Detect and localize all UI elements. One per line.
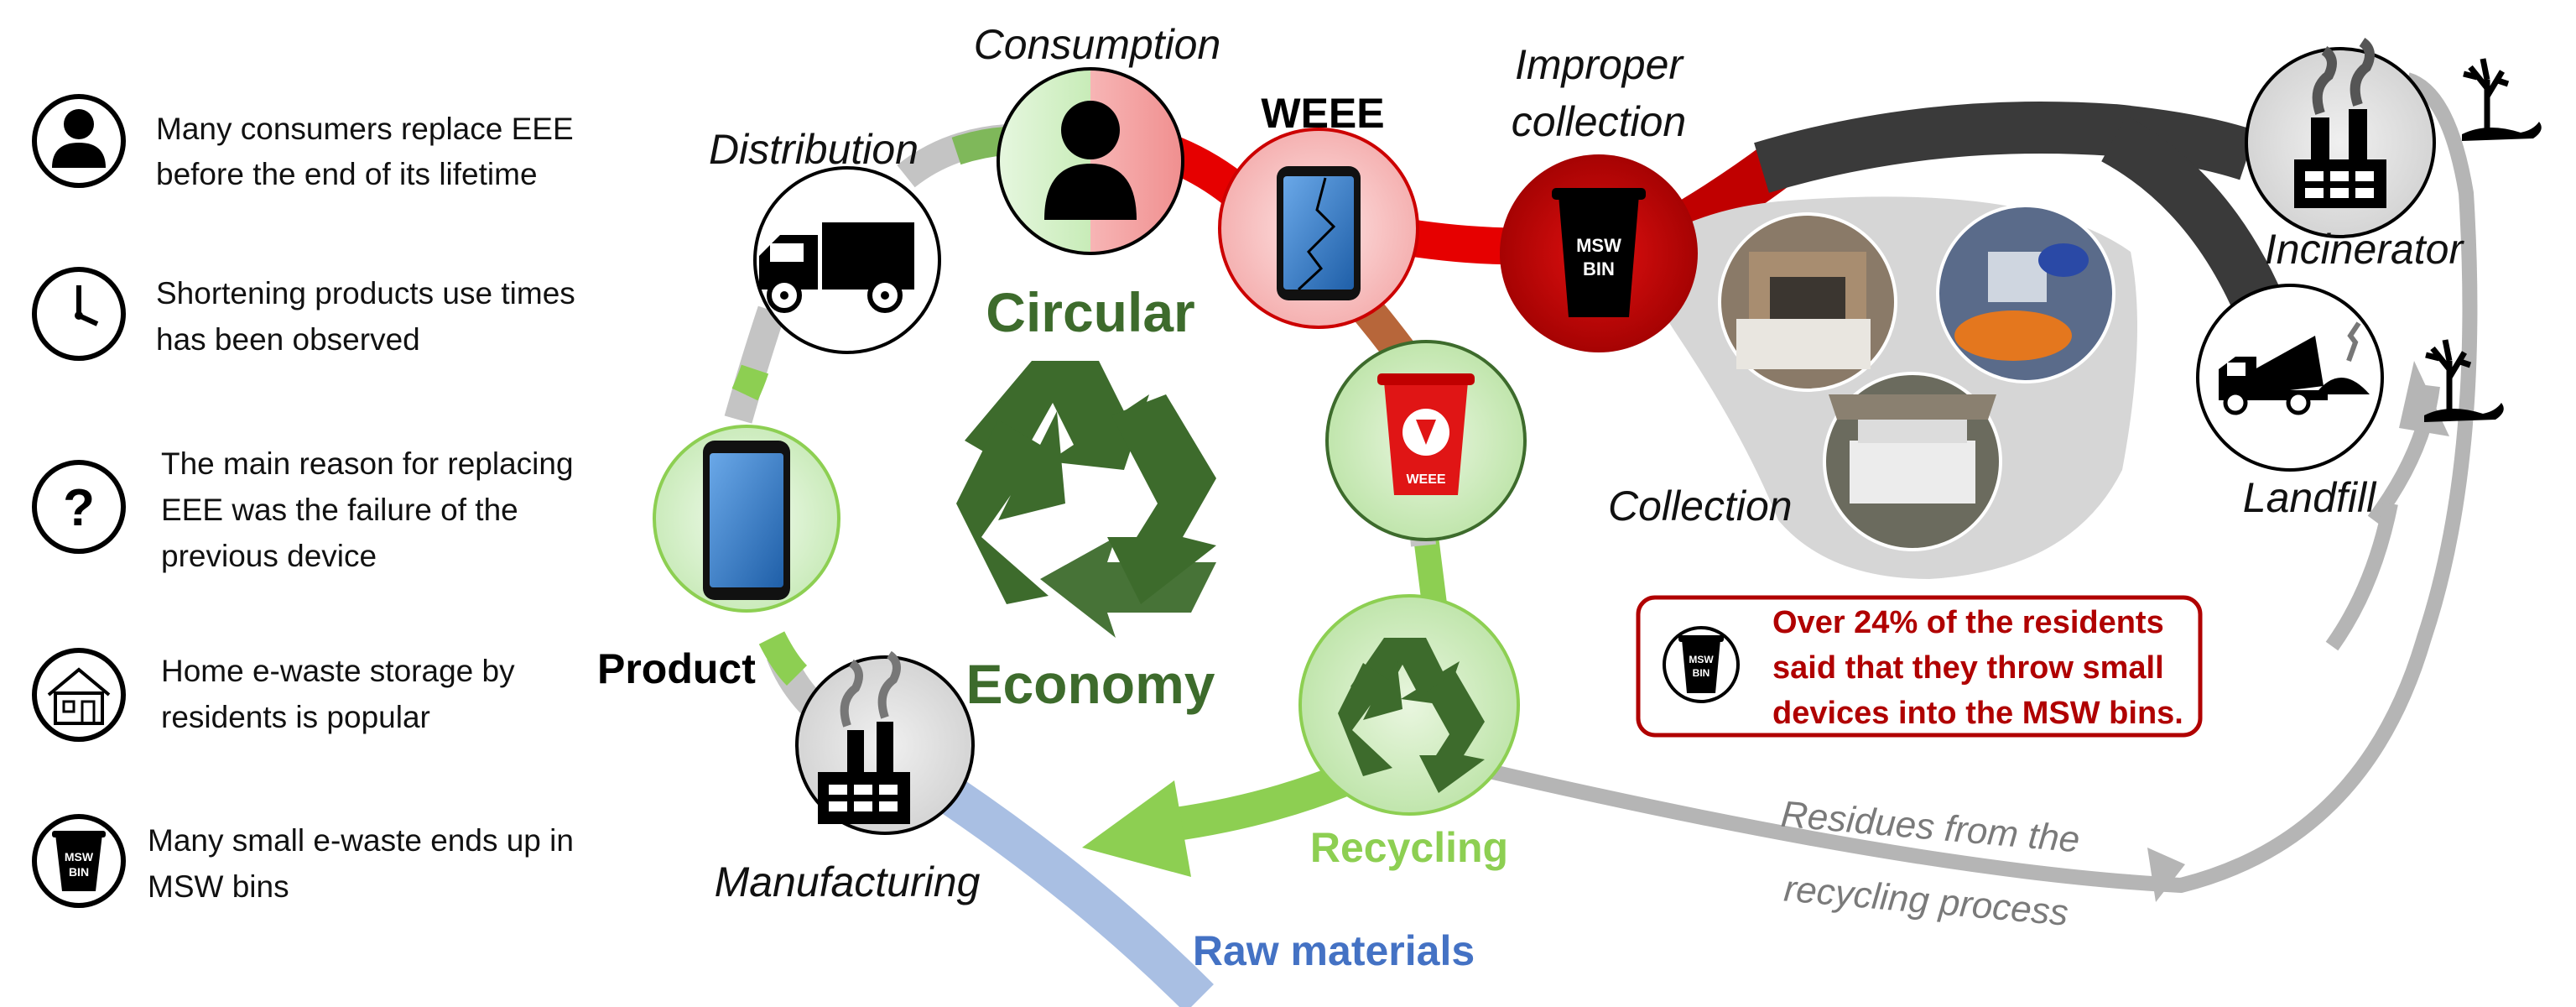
question-icon: ? [32, 460, 126, 554]
dead-tree-icon [2462, 58, 2542, 141]
label-collection: Collection [1608, 483, 1793, 530]
left-item-text-line: The main reason for replacing [161, 446, 574, 481]
circular-economy-symbol [956, 361, 1216, 638]
clock-icon [32, 267, 126, 361]
ring-accent [731, 364, 769, 401]
label-raw-materials: Raw materials [1193, 927, 1475, 974]
label-residues-1: Residues from the [1779, 794, 2081, 861]
ring-accent [758, 631, 808, 686]
recycling-return-arrowhead [1082, 780, 1191, 877]
left-item-consumers: Many consumers replace EEE before the en… [32, 94, 574, 191]
label-weee: WEEE [1261, 90, 1384, 137]
node-collection: WEEE [1325, 340, 1527, 541]
left-item-text-line: has been observed [156, 322, 420, 357]
msw-bin-label: BIN [69, 865, 89, 879]
left-item-text-line: Many small e-waste ends up in [148, 823, 574, 858]
label-consumption: Consumption [974, 21, 1221, 68]
left-item-text-line: residents is popular [161, 700, 430, 734]
improper-to-incinerator-flow [1754, 102, 2256, 193]
dump-truck-icon [2219, 321, 2370, 415]
node-distribution [753, 166, 941, 354]
node-consumption [997, 67, 1184, 255]
residues-flow [1491, 72, 2478, 894]
center-title-circular: Circular [986, 281, 1194, 343]
label-distribution: Distribution [709, 126, 919, 173]
node-recycling [1298, 594, 1520, 816]
photo-plastic-waste [1936, 204, 2115, 383]
factory-icon [2294, 38, 2386, 208]
landfill-down-flow [2325, 502, 2398, 651]
person-icon [32, 94, 126, 188]
callout-text-line: Over 24% of the residents [1772, 605, 2164, 640]
node-incinerator [2245, 38, 2436, 238]
msw-bin-label: BIN [1583, 258, 1615, 279]
collection-to-recycling-flow [1413, 535, 1447, 606]
callout-box: MSW BIN Over 24% of the residents said t… [1636, 595, 2203, 738]
broken-phone-icon [1277, 166, 1361, 300]
label-collection-word: collection [1512, 98, 1686, 145]
left-item-msw: MSW BIN Many small e-waste ends up in MS… [32, 814, 574, 908]
msw-bin-label: MSW [65, 850, 94, 864]
photo-discarded-furniture [1718, 212, 1897, 392]
center-title-economy: Economy [965, 653, 1215, 715]
node-landfill [2196, 284, 2384, 472]
left-item-text-line: Home e-waste storage by [161, 654, 515, 688]
left-item-text-line: Many consumers replace EEE [156, 112, 574, 146]
svg-text:?: ? [63, 479, 95, 537]
msw-bin-icon: MSW BIN [1663, 626, 1740, 703]
raw-materials-flow [936, 776, 1214, 1007]
callout-text-line: said that they throw small [1772, 650, 2164, 686]
truck-icon [759, 222, 914, 313]
label-product: Product [597, 645, 756, 692]
improper-to-landfill-flow [2100, 115, 2289, 329]
recycling-return-flow [1155, 764, 1349, 843]
residues-arrowhead [2147, 848, 2185, 902]
label-recycling: Recycling [1310, 824, 1508, 871]
improper-photos-bubble [1636, 196, 2137, 579]
msw-bin-icon: MSW BIN [1552, 188, 1646, 317]
callout-text-line: devices into the MSW bins. [1772, 696, 2183, 731]
left-item-text-line: before the end of its lifetime [156, 157, 538, 191]
smartphone-icon [703, 441, 790, 600]
node-weee [1218, 128, 1419, 329]
label-manufacturing: Manufacturing [715, 858, 981, 905]
node-product [653, 425, 840, 613]
label-incinerator: Incinerator [2265, 226, 2465, 273]
left-item-text-line: EEE was the failure of the [161, 493, 518, 527]
msw-bin-label: MSW [1576, 235, 1621, 256]
left-item-reason: ? The main reason for replacing EEE was … [32, 446, 574, 573]
left-item-text-line: MSW bins [148, 869, 289, 904]
photo-dumped-appliance [1823, 372, 2002, 551]
msw-bin-icon: MSW BIN [32, 814, 126, 908]
weee-bin-icon: WEEE [1377, 373, 1475, 495]
left-item-shortening: Shortening products use times has been o… [32, 267, 575, 361]
node-improper-collection: MSW BIN [1500, 154, 1698, 352]
msw-bin-label: MSW [1689, 654, 1714, 665]
left-item-storage: Home e-waste storage by residents is pop… [32, 648, 515, 742]
left-panel: Many consumers replace EEE before the en… [32, 94, 575, 908]
house-icon [32, 648, 126, 742]
factory-icon [818, 650, 910, 824]
left-item-text-line: Shortening products use times [156, 276, 575, 310]
landfill-arrowhead [2399, 361, 2449, 436]
person-icon [1044, 101, 1137, 220]
label-improper: Improper [1515, 41, 1684, 88]
recycle-icon [1338, 638, 1485, 793]
ring-segment-product-distribution [724, 305, 786, 424]
left-item-text-line: previous device [161, 539, 377, 573]
msw-bin-label: BIN [1693, 667, 1710, 679]
dead-tree-icon [2424, 339, 2504, 422]
recycle-arrows-icon [956, 361, 1216, 638]
label-landfill: Landfill [2243, 474, 2377, 521]
node-manufacturing [795, 650, 975, 835]
weee-bin-label: WEEE [1406, 472, 1445, 487]
